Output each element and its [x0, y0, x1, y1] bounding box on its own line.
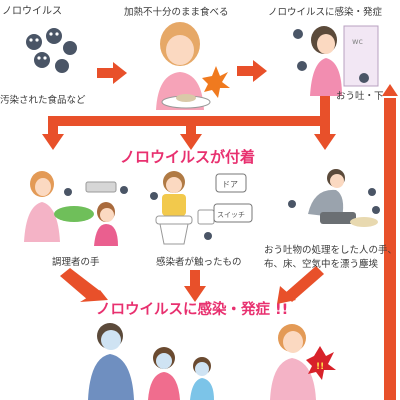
- middle-heading: ノロウイルスが付着: [120, 148, 256, 166]
- sick-family-illustration: [88, 323, 214, 400]
- cleanup-caption-line2: 布、床、空気中を漂う塵埃: [264, 259, 379, 270]
- wc-sign-text: wc: [352, 37, 363, 46]
- converge-arrows: [60, 266, 324, 304]
- patient-caption: 感染者が触ったもの: [156, 257, 242, 268]
- cook-caption: 調理者の手: [52, 257, 100, 268]
- step1-caption: 汚染された食品など: [0, 95, 86, 106]
- step1-title: ノロウイルス: [2, 6, 62, 17]
- step3-caption: おう吐・下: [336, 91, 384, 102]
- person-eating-illustration: [156, 22, 230, 110]
- sick-person-toilet-illustration: wc: [293, 25, 379, 96]
- door-sign-text: ドア: [222, 180, 238, 189]
- bottom-heading: ノロウイルスに感染・発症 !!: [96, 302, 289, 318]
- virus-icon: [55, 59, 69, 73]
- cook-with-child-illustration: [24, 171, 128, 246]
- virus-cluster-illustration: [26, 28, 77, 73]
- step3-title: ノロウイルスに感染・発症: [268, 7, 383, 18]
- switch-sign-text: スイッチ: [217, 211, 245, 219]
- virus-icon: [63, 41, 77, 55]
- cleaning-vomit-illustration: [288, 169, 380, 227]
- toilet-child-illustration: ドア スイッチ: [150, 171, 253, 245]
- branch-arrows: [42, 96, 336, 150]
- virus-icon: [46, 28, 62, 44]
- cleanup-caption-line1: おう吐物の処理をした人の手、: [264, 245, 398, 256]
- svg-text:!!: !!: [316, 362, 324, 372]
- right-edge-bar: [384, 98, 396, 400]
- virus-icon: [34, 52, 50, 68]
- arrow-step1-to-step2: [97, 62, 127, 84]
- step2-title: 加熱不十分のまま食べる: [124, 7, 229, 18]
- sick-woman-illustration: !!: [270, 324, 336, 400]
- arrow-step2-to-step3: [237, 60, 267, 82]
- virus-icon: [26, 34, 42, 50]
